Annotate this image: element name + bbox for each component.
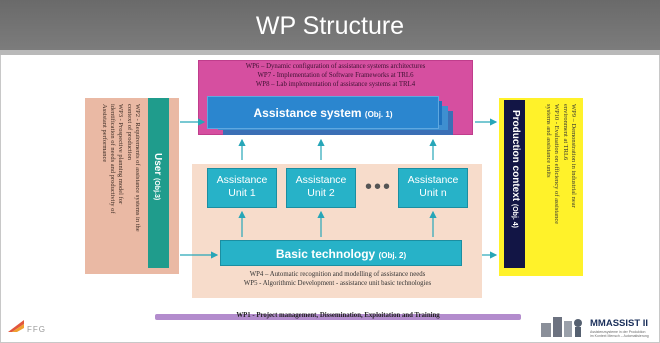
mmassist-logo-icon bbox=[541, 317, 582, 337]
wp1-bar bbox=[155, 314, 521, 320]
assistance-unit-n: Assistance Unit n bbox=[398, 168, 468, 208]
wp6-line: WP6 – Dynamic configuration of assistanc… bbox=[245, 63, 426, 70]
slide-title: WP Structure bbox=[255, 12, 405, 40]
production-bar bbox=[504, 100, 525, 268]
wp6-wp8-text: WP6 – Dynamic configuration of assistanc… bbox=[198, 62, 473, 89]
assistance-unit-n-line1: Assistance bbox=[407, 174, 459, 186]
assistance-unit-n-line2: Unit n bbox=[419, 187, 447, 199]
wp5-line: WP5 - Algorithmic Development - assistan… bbox=[243, 279, 432, 287]
assistance-unit-2: Assistance Unit 2 bbox=[286, 168, 356, 208]
basic-technology-objective: (Obj. 2) bbox=[378, 251, 407, 260]
assistance-system-objective: (Obj. 1) bbox=[364, 110, 393, 119]
title-underline bbox=[0, 50, 660, 55]
assistance-unit-2-line2: Unit 2 bbox=[307, 187, 335, 199]
assistance-unit-2-line1: Assistance bbox=[295, 174, 347, 186]
ellipsis-dots: ••• bbox=[365, 176, 393, 198]
assistance-unit-1: Assistance Unit 1 bbox=[207, 168, 277, 208]
assistance-system-box: Assistance system (Obj. 1) bbox=[207, 96, 439, 129]
basic-technology-box: Basic technology (Obj. 2) bbox=[220, 240, 462, 266]
assistance-unit-1-line2: Unit 1 bbox=[228, 187, 256, 199]
mmassist-logo-subtitle: Assistenzsysteme in der Produktion im Ko… bbox=[590, 330, 649, 338]
assistance-unit-1-line1: Assistance bbox=[216, 174, 268, 186]
wp7-line: WP7 - Implementation of Software Framewo… bbox=[257, 72, 414, 79]
user-bar bbox=[148, 98, 169, 268]
wp4-line: WP4 – Automatic recognition and modellin… bbox=[249, 271, 426, 278]
wp1-text: WP1 - Project management, Dissemination,… bbox=[236, 312, 440, 319]
basic-technology-label: Basic technology bbox=[275, 247, 376, 261]
ffg-logo-text: FFG bbox=[27, 325, 46, 334]
wp8-line: WP8 – Lab implementation of assistance s… bbox=[255, 81, 416, 88]
assistance-system-label: Assistance system bbox=[253, 106, 362, 120]
wp4-wp5-text: WP4 – Automatic recognition and modellin… bbox=[195, 271, 480, 288]
mmassist-logo-name: MMASSIST II bbox=[590, 318, 649, 329]
ffg-logo-icon bbox=[8, 320, 24, 332]
title-bar bbox=[0, 0, 660, 50]
